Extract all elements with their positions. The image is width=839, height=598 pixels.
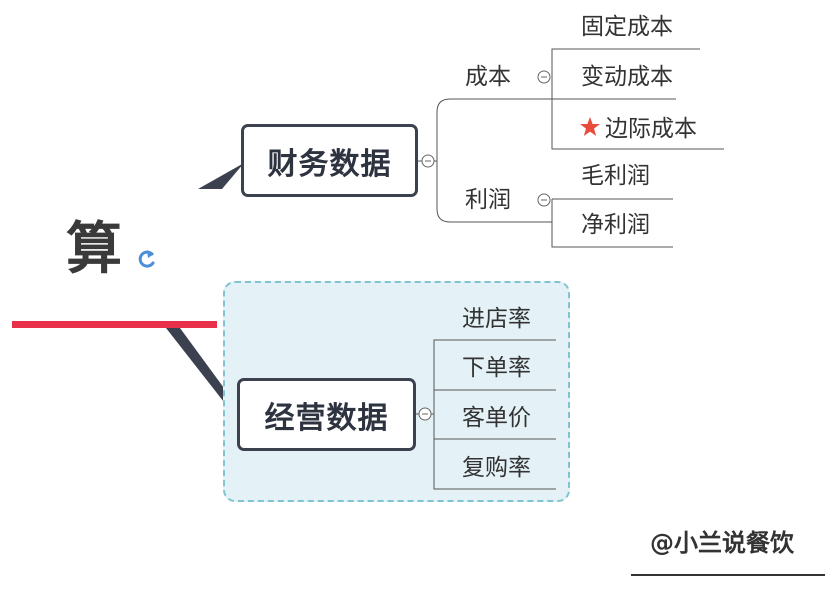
leaf-net-profit[interactable]: 净利润 xyxy=(581,212,650,238)
watermark: @小兰说餐饮 xyxy=(650,529,794,557)
refresh-icon[interactable] xyxy=(136,248,158,270)
collapse-cost-icon[interactable] xyxy=(537,70,551,84)
cost-connector xyxy=(551,48,724,150)
finance-topic[interactable]: 财务数据 xyxy=(241,124,418,197)
leaf-order-rate[interactable]: 下单率 xyxy=(462,355,531,381)
leaf-entry-rate[interactable]: 进店率 xyxy=(462,306,531,332)
leaf-marginal-cost[interactable]: 边际成本 xyxy=(579,116,697,141)
leaf-avg-ticket[interactable]: 客单价 xyxy=(462,405,531,431)
subtopic-profit[interactable]: 利润 xyxy=(465,187,511,213)
leaf-fixed-cost[interactable]: 固定成本 xyxy=(581,14,673,40)
collapse-finance-icon[interactable] xyxy=(421,154,435,168)
main-branch-line xyxy=(12,321,217,328)
leaf-marginal-cost-label: 边际成本 xyxy=(605,116,697,142)
profit-connector xyxy=(551,198,673,248)
subtopic-cost[interactable]: 成本 xyxy=(465,64,511,90)
watermark-underline xyxy=(631,574,825,576)
branch-finance xyxy=(198,163,244,189)
collapse-operations-icon[interactable] xyxy=(418,407,432,421)
leaf-gross-profit[interactable]: 毛利润 xyxy=(581,163,650,189)
root-topic[interactable]: 算 xyxy=(66,217,122,282)
star-icon xyxy=(580,117,600,136)
leaf-variable-cost[interactable]: 变动成本 xyxy=(581,64,673,90)
collapse-profit-icon[interactable] xyxy=(537,193,551,207)
operations-topic[interactable]: 经营数据 xyxy=(237,378,416,451)
leaf-repurchase-rate[interactable]: 复购率 xyxy=(462,455,531,481)
